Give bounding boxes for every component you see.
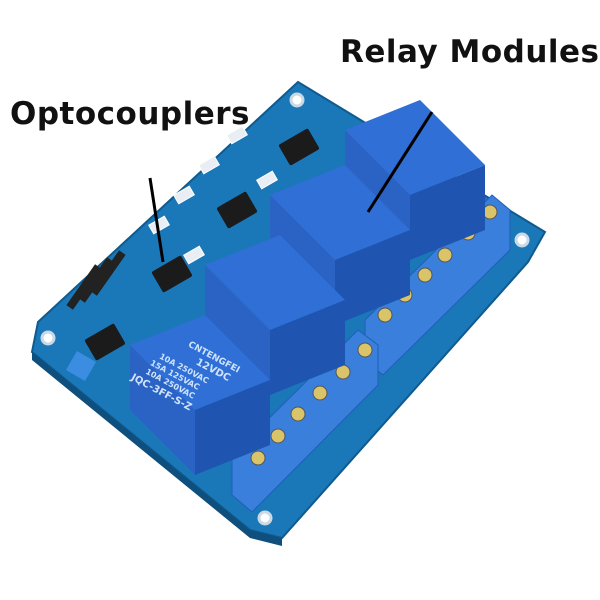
optocoupler-pointer-line bbox=[148, 177, 165, 263]
relay-modules-label: Relay Modules bbox=[340, 34, 600, 70]
relay-1: CNTENGFEI 12VDC 10A 250VAC 15A 125VAC 10… bbox=[128, 315, 270, 475]
optocouplers-label: Optocouplers bbox=[10, 96, 250, 132]
mounting-holes bbox=[40, 92, 530, 526]
optocouplers bbox=[85, 128, 319, 361]
relay-pointer-line bbox=[366, 111, 434, 213]
optocoupler-2 bbox=[217, 191, 257, 229]
relay-2 bbox=[205, 235, 345, 395]
optocoupler-4 bbox=[85, 323, 125, 361]
optocoupler-3 bbox=[152, 255, 192, 293]
header-pins bbox=[66, 250, 126, 310]
optocoupler-1 bbox=[279, 128, 319, 166]
jumper bbox=[65, 350, 97, 382]
